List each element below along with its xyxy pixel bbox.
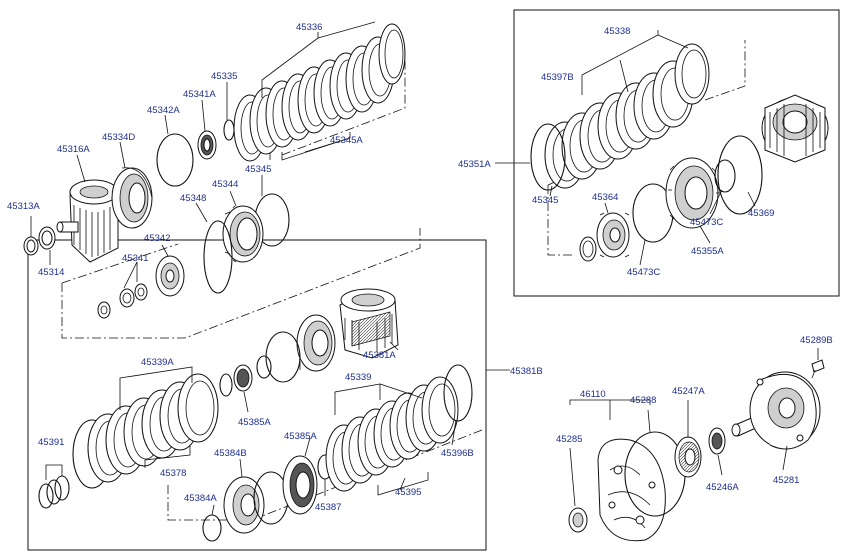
label-45314: 45314 [38,267,64,278]
label-45369: 45369 [748,208,774,219]
label-46110: 46110 [580,389,606,400]
label-45334D: 45334D [102,132,135,143]
label-45391: 45391 [38,437,64,448]
clutch-plate-stack-upper [233,23,406,162]
label-45355A: 45355A [691,246,724,257]
oil-pump-assembly [568,348,825,542]
label-45345-right: 45345 [532,195,558,206]
label-45285: 45285 [556,434,582,445]
label-45384B: 45384B [214,448,247,459]
label-45381B: 45381B [510,366,543,377]
label-45473C-upper: 45473C [690,217,723,228]
clutch-plate-stack-lower-left [72,373,219,489]
lower-clutch-assembly [38,288,510,542]
right-clutch-assembly [495,30,829,266]
label-45339A: 45339A [141,357,174,368]
label-45473C-lower: 45473C [627,267,660,278]
label-45281: 45281 [773,475,799,486]
label-45364: 45364 [592,192,618,203]
label-45381A: 45381A [363,350,396,361]
right-clutch-group-frame [513,9,840,297]
label-45348: 45348 [180,193,206,204]
label-45338: 45338 [604,26,630,37]
clutch-plate-stack-lower-right [325,364,473,492]
label-45351A: 45351A [458,159,491,170]
label-45345A: 45345A [330,135,363,146]
label-45345: 45345 [245,164,271,175]
label-45396B: 45396B [441,448,474,459]
label-45289B: 45289B [800,335,833,346]
label-45247A: 45247A [672,386,705,397]
label-45344: 45344 [212,179,238,190]
label-45395: 45395 [395,487,421,498]
label-45385A-upper: 45385A [238,417,271,428]
label-45313A: 45313A [7,201,40,212]
part-labels: 45336 45335 45341A 45342A 45334D 45316A … [7,22,833,513]
label-45246A: 45246A [706,482,739,493]
label-45342: 45342 [144,233,170,244]
clutch-plate-stack-right [544,43,710,189]
label-45336: 45336 [296,22,322,33]
label-45335: 45335 [211,71,237,82]
label-45397B: 45397B [541,72,574,83]
label-45341A: 45341A [183,89,216,100]
upper-left-assembly [23,21,421,339]
label-45387: 45387 [315,502,341,513]
label-45316A: 45316A [57,144,90,155]
label-45341: 45341 [122,253,148,264]
label-45288: 45288 [630,395,656,406]
label-45339: 45339 [345,372,371,383]
label-45384A: 45384A [184,493,217,504]
label-45342A: 45342A [147,105,180,116]
label-45385A-lower: 45385A [284,431,317,442]
label-45378: 45378 [160,468,186,479]
